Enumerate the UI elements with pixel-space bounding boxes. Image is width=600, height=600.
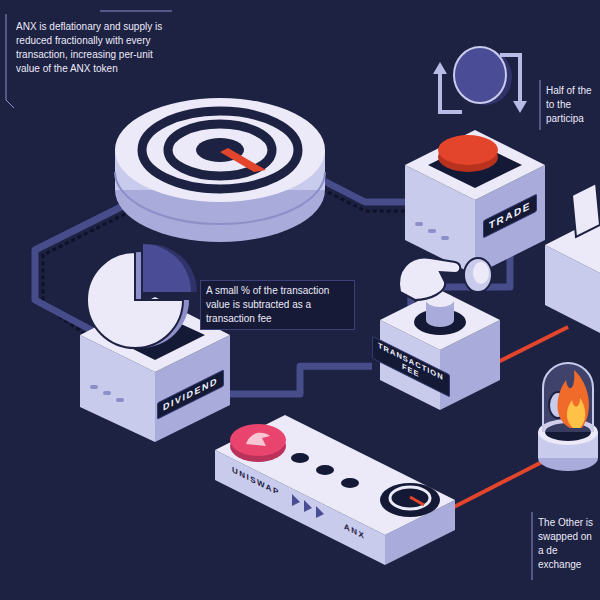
callout-frame — [6, 14, 14, 108]
pipe-connector — [224, 366, 372, 394]
uniswap-device — [380, 483, 440, 517]
trade-machine — [405, 47, 545, 275]
dividend-plate: DIVIDEND — [157, 369, 224, 419]
anx-logo-disc — [115, 98, 325, 202]
uniswap-device — [215, 415, 455, 565]
callout-text: The Other is swapped on a de exchange — [538, 516, 594, 572]
dividend-machine — [103, 391, 111, 395]
trade-plate: TRADE — [483, 194, 537, 239]
pipe — [322, 180, 412, 202]
burn-jar — [567, 398, 585, 428]
burn-jar — [538, 363, 598, 471]
fee-machine — [399, 258, 460, 300]
uniswap-device — [292, 494, 300, 506]
callout-frame — [100, 11, 172, 12]
uniswap-device — [304, 500, 312, 512]
fee-machine — [380, 290, 500, 350]
uniswap-device — [410, 497, 424, 505]
trade-machine — [441, 236, 449, 240]
uniswap-device — [230, 424, 286, 456]
uniswap-device — [246, 433, 270, 446]
uniswap-device — [316, 465, 334, 475]
uniswap-device — [291, 453, 309, 463]
callout-frame — [532, 512, 533, 580]
trade-machine — [513, 101, 527, 113]
trade-machine — [405, 130, 545, 200]
callout-frame — [6, 11, 540, 580]
signal-line — [498, 327, 568, 362]
signal-line — [452, 462, 542, 508]
dividend-machine — [80, 244, 230, 442]
callout-text: Half of the to the participa — [546, 84, 596, 126]
trade-machine — [428, 229, 436, 233]
node-label: UNISWAP — [232, 465, 280, 499]
trade-machine — [415, 222, 423, 226]
uniswap-device — [292, 494, 324, 518]
dividend-machine — [90, 385, 98, 389]
callout-box: A small % of the transaction value is su… — [200, 280, 355, 330]
uniswap-device: UNISWAP ANX — [215, 410, 455, 570]
side-machine — [572, 183, 600, 237]
node-label: TRANSACTION FEE — [378, 341, 444, 391]
dividend-machine — [116, 398, 124, 402]
trade-machine — [454, 47, 506, 103]
trade-machine — [415, 222, 449, 240]
uniswap-device — [215, 415, 455, 535]
anx-logo-disc — [168, 124, 272, 176]
callout-box: Half of the to the participa — [546, 84, 596, 126]
fee-plate: TRANSACTION FEE — [372, 335, 450, 397]
fee-machine — [464, 258, 492, 292]
anx-logo-disc — [142, 111, 298, 189]
uniswap-device — [316, 506, 324, 518]
callout-text: ANX is deflationary and supply is reduce… — [16, 20, 176, 76]
burn-jar — [543, 363, 593, 432]
dividend-machine — [143, 244, 191, 292]
uniswap-device — [341, 478, 359, 488]
fee-machine — [426, 313, 454, 327]
dividend-machine — [90, 385, 124, 402]
trade-machine — [440, 72, 462, 112]
burn-jar — [558, 370, 589, 428]
callout-text: A small % of the transaction value is su… — [200, 280, 355, 330]
callout-box: ANX is deflationary and supply is reduce… — [16, 20, 176, 76]
trade-machine — [500, 55, 520, 103]
trade-machine — [438, 135, 498, 165]
node-sublabel: ANX — [344, 521, 365, 541]
callout-frame — [540, 80, 541, 130]
trade-machine — [433, 62, 447, 74]
side-machine — [545, 183, 600, 333]
node-label: DIVIDEND — [163, 375, 218, 413]
fee-machine — [473, 262, 489, 284]
anx-logo-disc — [115, 98, 325, 242]
callout-box: The Other is swapped on a de exchange — [538, 516, 594, 572]
anx-logo-disc — [220, 148, 266, 172]
node-label: TRADE — [489, 200, 531, 233]
uniswap-device — [390, 487, 430, 509]
